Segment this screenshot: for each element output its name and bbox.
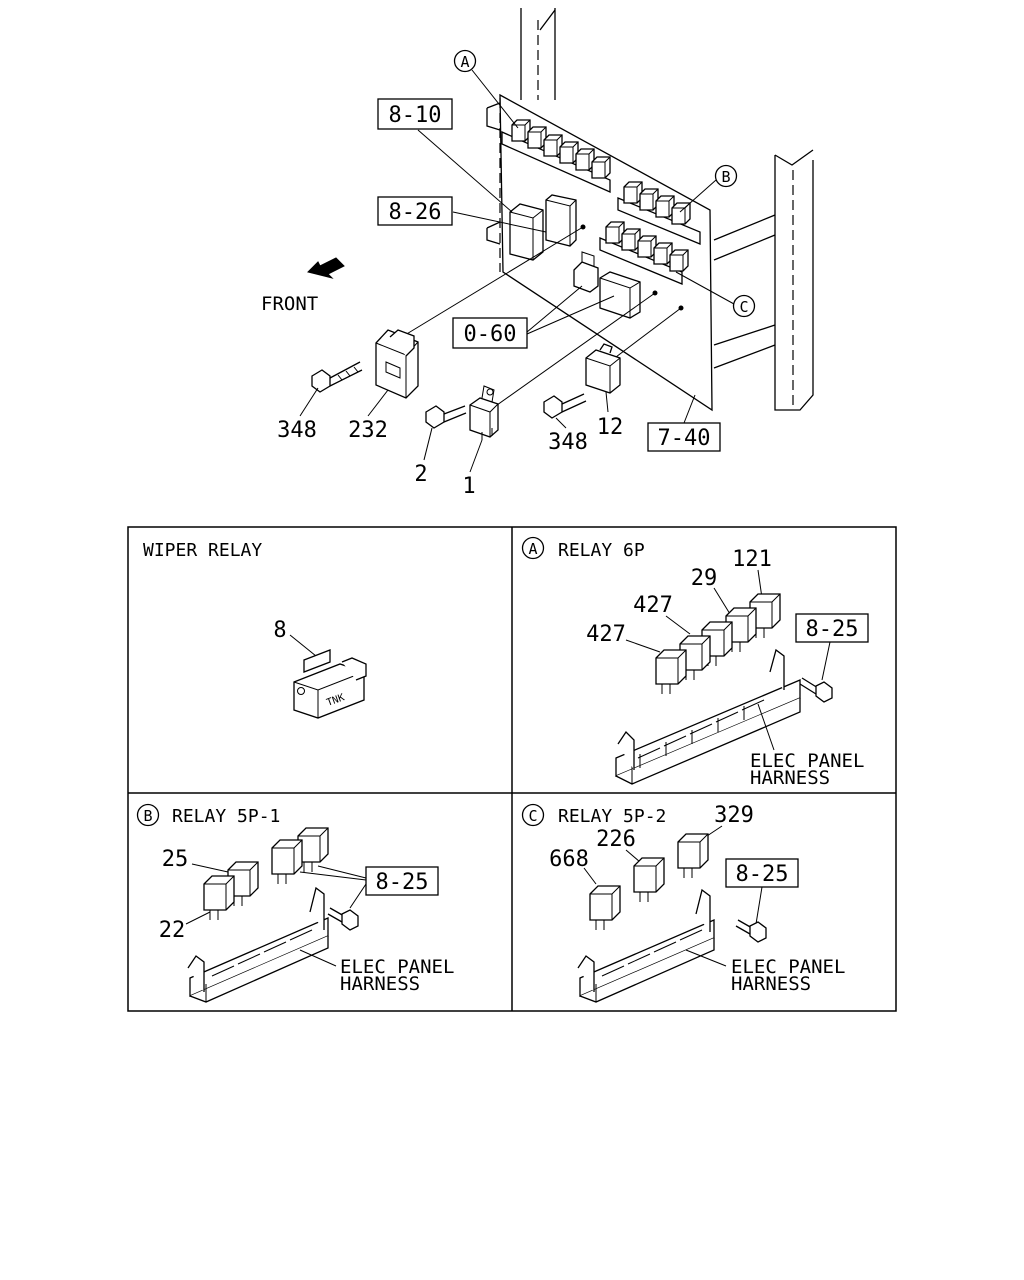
relay-row-b bbox=[617, 181, 701, 245]
panel-relay-5p-1: B RELAY 5P-1 25 22 8-25 ELEC PANEL bbox=[136, 803, 454, 1003]
ref-box-8-10: 8-10 bbox=[389, 103, 442, 128]
wiper-relay-body: TNK bbox=[293, 649, 367, 719]
ref-box-8-26: 8-26 bbox=[389, 200, 442, 225]
relay-232 bbox=[375, 329, 419, 399]
panel-c-part-226: 226 bbox=[596, 827, 636, 852]
panel-a-bolt bbox=[799, 677, 833, 703]
panel-wiper-relay: WIPER RELAY 8 TNK bbox=[143, 540, 367, 719]
panel-c-part-668: 668 bbox=[549, 847, 589, 872]
relay-row-a bbox=[501, 119, 611, 194]
panel-b-harness-line2: HARNESS bbox=[340, 973, 420, 995]
panel-c-bolt bbox=[735, 919, 767, 943]
panel-b-ref-8-25: 8-25 bbox=[376, 870, 429, 895]
panel-a-harness-line1: ELEC PANEL bbox=[750, 750, 864, 772]
frame-right bbox=[713, 149, 814, 411]
bolt-2 bbox=[425, 405, 467, 429]
ref-box-7-40: 7-40 bbox=[658, 426, 711, 451]
part-12: 12 bbox=[597, 415, 624, 440]
panel-b-title: RELAY 5P-1 bbox=[172, 806, 280, 827]
panel-a-connector-tray bbox=[615, 648, 801, 785]
front-label: FRONT bbox=[261, 293, 318, 315]
ref-box-0-60: 0-60 bbox=[464, 322, 517, 347]
panel-a-title: RELAY 6P bbox=[558, 540, 645, 561]
part-348-right: 348 bbox=[548, 430, 588, 455]
panel-c-connector-tray bbox=[577, 888, 715, 1003]
panel-c-ref-8-25: 8-25 bbox=[736, 862, 789, 887]
callout-a: A bbox=[460, 53, 469, 71]
panel-b-connector-tray bbox=[187, 886, 329, 1003]
relay-12 bbox=[585, 343, 621, 394]
panel-a-part-121: 121 bbox=[732, 547, 772, 572]
wiper-part-8: 8 bbox=[273, 618, 286, 643]
panel-c-harness-line1: ELEC PANEL bbox=[731, 956, 845, 978]
panel-b-part-25: 25 bbox=[162, 847, 189, 872]
panel-b-bolt bbox=[327, 907, 359, 931]
panel-b-marker: B bbox=[143, 807, 152, 825]
panel-a-part-427-bottom: 427 bbox=[586, 622, 626, 647]
module-8-10 bbox=[509, 203, 544, 261]
relay-row-c bbox=[599, 221, 689, 285]
bolt-348-right bbox=[543, 393, 587, 419]
panel-relay-5p-2: C RELAY 5P-2 329 226 668 8-25 ELEC bbox=[521, 803, 845, 1003]
panel-a-part-29: 29 bbox=[691, 566, 718, 591]
electrical-panel bbox=[499, 93, 713, 412]
module-8-26 bbox=[545, 194, 577, 247]
module-0-60 bbox=[599, 271, 641, 319]
panel-b-relays bbox=[203, 827, 329, 921]
panel-b-harness-line1: ELEC PANEL bbox=[340, 956, 454, 978]
part-232: 232 bbox=[348, 418, 388, 443]
panel-a-ref-8-25: 8-25 bbox=[806, 617, 859, 642]
panel-c-harness-line2: HARNESS bbox=[731, 973, 811, 995]
callout-b: B bbox=[721, 168, 730, 186]
panel-b-part-22: 22 bbox=[159, 918, 186, 943]
bolt-348-left bbox=[311, 361, 363, 393]
panel-a-relays bbox=[655, 593, 781, 695]
front-arrow bbox=[307, 257, 345, 279]
wiper-panel-title: WIPER RELAY bbox=[143, 540, 262, 561]
detail-grid bbox=[127, 526, 897, 1012]
part-348-left: 348 bbox=[277, 418, 317, 443]
panel-a-harness-line2: HARNESS bbox=[750, 767, 830, 789]
relay-1 bbox=[469, 385, 499, 440]
panel-relay-6p: A RELAY 6P 121 29 427 427 8-25 bbox=[521, 536, 869, 789]
panel-a-marker: A bbox=[528, 540, 537, 558]
panel-a-part-427-top: 427 bbox=[633, 593, 673, 618]
panel-c-marker: C bbox=[528, 807, 537, 825]
panel-c-title: RELAY 5P-2 bbox=[558, 806, 666, 827]
part-1: 1 bbox=[462, 474, 475, 499]
frame-left bbox=[520, 8, 556, 100]
part-2: 2 bbox=[414, 462, 427, 487]
callout-c: C bbox=[739, 298, 748, 316]
panel-c-part-329: 329 bbox=[714, 803, 754, 828]
main-exploded-view: FRONT 8-10 8-26 0-60 7-40 A B C 348 232 … bbox=[261, 8, 814, 499]
